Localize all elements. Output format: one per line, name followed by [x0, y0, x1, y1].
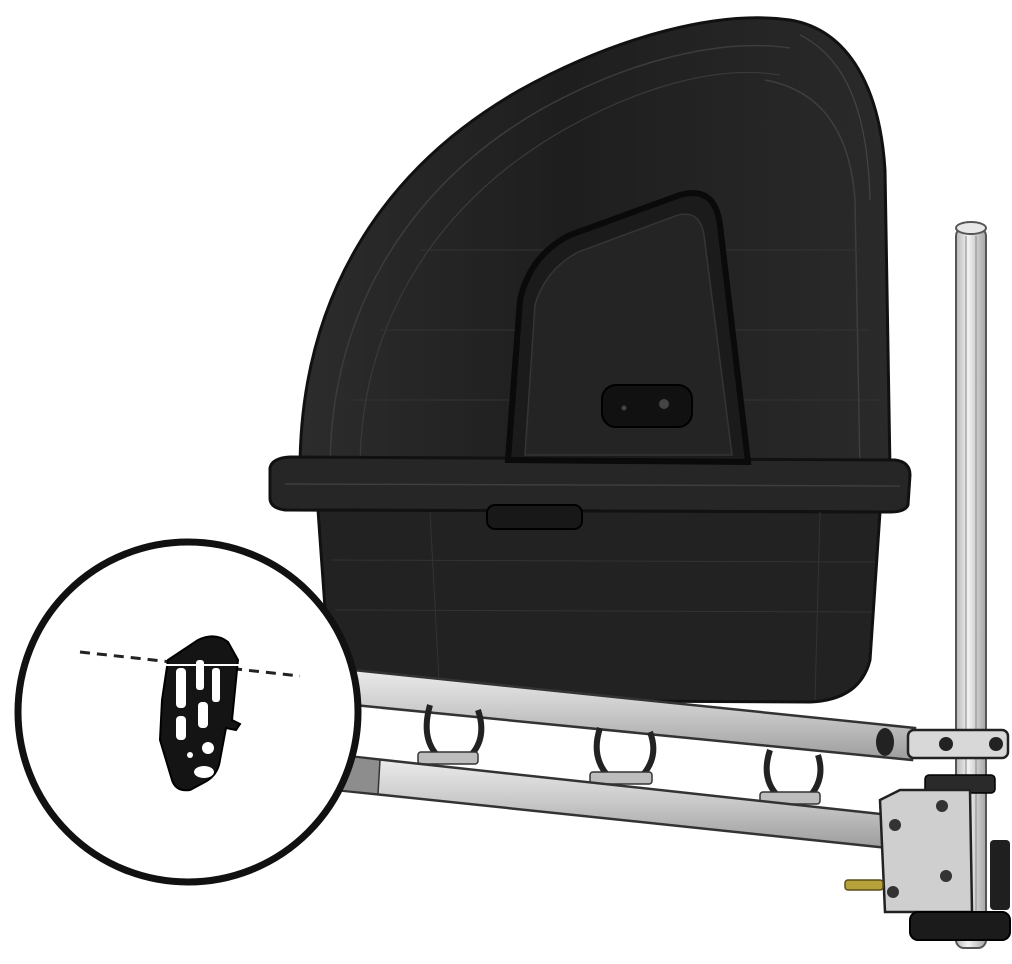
- detail-part: [158, 635, 242, 792]
- hinge-bracket: [844, 728, 1011, 941]
- mounting-clamps: [417, 704, 824, 805]
- vertical-post: [955, 221, 987, 949]
- cargo-box: [268, 16, 912, 704]
- box-latch: [486, 384, 693, 530]
